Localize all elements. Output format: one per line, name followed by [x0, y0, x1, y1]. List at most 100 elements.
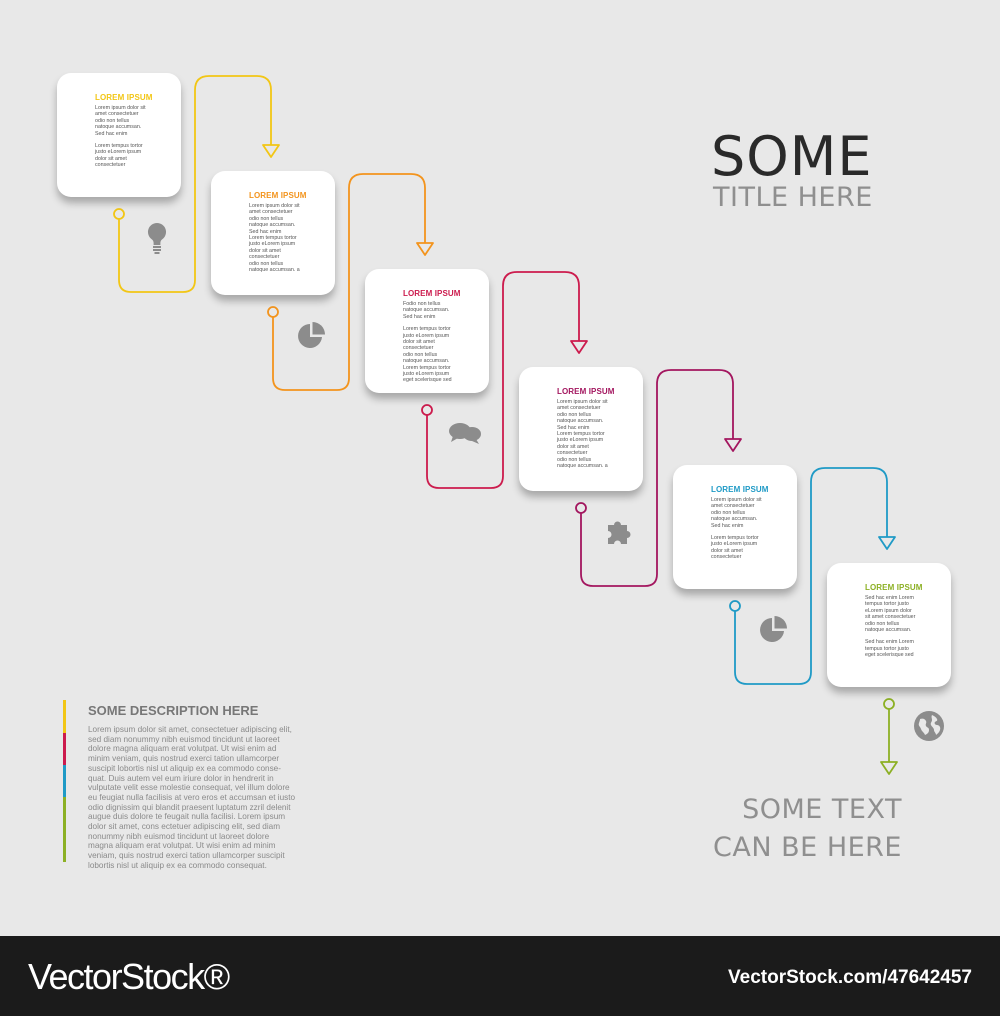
description-title: SOME DESCRIPTION HERE	[88, 703, 259, 718]
step-card-text-line: natoque accumsan. a	[557, 463, 608, 470]
description-text-line: nonummy nibh euismod tincidunt ut laoree…	[88, 831, 270, 841]
step-card-text-line: justo eLorem ipsum	[403, 371, 450, 378]
step-card-text-line: odio non tellus	[865, 620, 900, 627]
footer-bar: VectorStock® VectorStock.com/47642457	[0, 936, 1000, 1016]
step-card-title: LOREM IPSUM	[249, 191, 307, 200]
description-text-line: vulputate velit esse molestie consequat,…	[88, 783, 290, 793]
description-text-line: sed diam nonummy nibh euismod tincidunt …	[88, 734, 280, 744]
description-text-line: eu feugiat nulla facilisis at vero eros …	[88, 792, 296, 802]
description-text-line: dolor sit amet, cons ectetuer adipiscing…	[88, 822, 281, 832]
step-card-text-line: Lorem ipsum dolor sit	[249, 203, 300, 209]
step-card-text-line: Sed hac enim	[249, 228, 282, 235]
step-card-text-line: amet consectetuer	[95, 111, 139, 118]
step-card-text-line: eget scelerisque sed	[865, 652, 914, 659]
step-card-text-line: odio non tellus	[95, 117, 130, 124]
step-card-text-line: odio non tellus	[557, 456, 592, 463]
step-card-text-line: Fodio non tellus	[403, 301, 441, 307]
step-card-text-line: amet consectetuer	[557, 405, 601, 412]
step-card-text-line: justo eLorem ipsum	[95, 149, 142, 156]
connector-step-5	[729, 467, 896, 685]
step-card-title: LOREM IPSUM	[711, 485, 769, 494]
step-card-text-line: justo eLorem ipsum	[557, 437, 604, 444]
step-card-text-line: Sed hac enim Lorem	[865, 639, 914, 646]
step-card-text-line: odio non tellus	[557, 411, 592, 418]
step-card-text-line: natoque accumsan.	[95, 124, 142, 131]
step-card-text-line: natoque accumsan.	[403, 307, 450, 314]
description-text-line: Lorem ipsum dolor sit amet, consectetuer…	[88, 725, 292, 734]
description-text-line: lobortis nisl ut aliquip ex ea commodo c…	[88, 860, 267, 870]
description-text-line: suscipit lobortis nisl ut aliquip ex ea …	[88, 763, 281, 773]
step-card-text-line: eget scelerisque sed	[403, 377, 452, 384]
puzzle-piece-icon	[602, 515, 636, 549]
step-card-text-line: consectetuer	[249, 254, 280, 261]
description-text-line: minim veniam, quis nostrud exerci tation…	[88, 754, 280, 764]
step-card-text-line: odio non tellus	[249, 260, 284, 267]
step-card-text-line: dolor sit amet	[95, 155, 127, 162]
bottom-text-line-1: SOME TEXT	[742, 794, 902, 825]
step-card-text-line: natoque accumsan. a	[249, 267, 300, 274]
step-card-text-line: natoque accumsan.	[711, 516, 758, 523]
step-card-text-line: Sed hac enim	[403, 313, 436, 320]
pie-chart-icon	[294, 319, 328, 353]
connector-step-2	[267, 173, 434, 391]
lightbulb-icon	[140, 221, 174, 255]
description-color-bar-blue	[63, 765, 66, 797]
pie-chart-icon	[756, 613, 790, 647]
description-color-bar-green	[63, 797, 66, 862]
step-card-text-line: dolor sit amet	[403, 339, 435, 346]
description-text-line: odio dignissim qui blandit praesent lupt…	[88, 802, 291, 812]
step-card-text-line: Lorem ipsum dolor sit	[711, 497, 762, 503]
footer-brand-logo: VectorStock®	[28, 956, 230, 997]
step-card-text-line: consectetuer	[403, 345, 434, 352]
connector-step-4	[575, 369, 742, 587]
step-card-title: LOREM IPSUM	[403, 289, 461, 298]
step-card-text-line: natoque accumsan.	[865, 627, 912, 634]
step-card-text-line: odio non tellus	[403, 351, 438, 358]
description-body: Lorem ipsum dolor sit amet, consectetuer…	[88, 725, 296, 871]
speech-bubbles-icon	[448, 417, 482, 451]
description-text-line: magna aliquam erat volutpat. Ut wisi eni…	[88, 841, 276, 851]
step-card-text-line: Lorem tempus tortor	[403, 326, 451, 333]
step-card-text-line: natoque accumsan.	[403, 358, 450, 365]
step-card-text-line: odio non tellus	[249, 215, 284, 222]
connector-step-1	[113, 75, 280, 293]
description-text-line: veniam, quis nostrud exerci tation ullam…	[88, 851, 285, 861]
step-card-text-line: eLorem ipsum dolor	[865, 607, 912, 614]
step-card-text-line: Sed hac enim Lorem	[865, 595, 914, 601]
step-card-text-line: Lorem tempus tortor	[711, 535, 759, 542]
step-card-text-line: Lorem tempus tortor	[249, 235, 297, 242]
step-card-text-line: dolor sit amet	[249, 247, 281, 254]
step-card-text-line: dolor sit amet	[557, 443, 589, 450]
step-card-text-line: sit amet consectetuer	[865, 614, 916, 621]
step-card-text-line: tempus tortor justo	[865, 601, 909, 608]
step-card-text-line: natoque accumsan.	[557, 418, 604, 425]
description-color-bar-red	[63, 733, 66, 765]
step-card-text-line: dolor sit amet	[711, 547, 743, 554]
step-card-text-line: Lorem ipsum dolor sit	[557, 399, 608, 405]
step-card-text-line: odio non tellus	[711, 509, 746, 516]
step-card-text-line: justo eLorem ipsum	[249, 241, 296, 248]
step-card-text-line: justo eLorem ipsum	[711, 541, 758, 548]
bottom-text-line-2: CAN BE HERE	[713, 832, 902, 863]
step-card-text-line: Lorem tempus tortor	[557, 431, 605, 438]
step-card-text-line: amet consectetuer	[249, 209, 293, 216]
page-subtitle: TITLE HERE	[713, 182, 873, 213]
step-card-text-line: consectetuer	[711, 554, 742, 561]
step-card-title: LOREM IPSUM	[95, 93, 153, 102]
footer-image-id: VectorStock.com/47642457	[728, 967, 972, 988]
step-card-text-line: Lorem ipsum dolor sit	[95, 105, 146, 111]
page-title: SOME	[711, 125, 873, 188]
step-card-text-line: Sed hac enim	[557, 424, 590, 431]
description-text-line: augue duis dolore te feugait nulla facil…	[88, 812, 286, 822]
step-card-title: LOREM IPSUM	[557, 387, 615, 396]
step-card-text-line: Sed hac enim	[95, 130, 128, 137]
connector-step-3	[421, 271, 588, 489]
step-card-text-line: amet consectetuer	[711, 503, 755, 510]
step-card-text-line: justo eLorem ipsum	[403, 332, 450, 339]
